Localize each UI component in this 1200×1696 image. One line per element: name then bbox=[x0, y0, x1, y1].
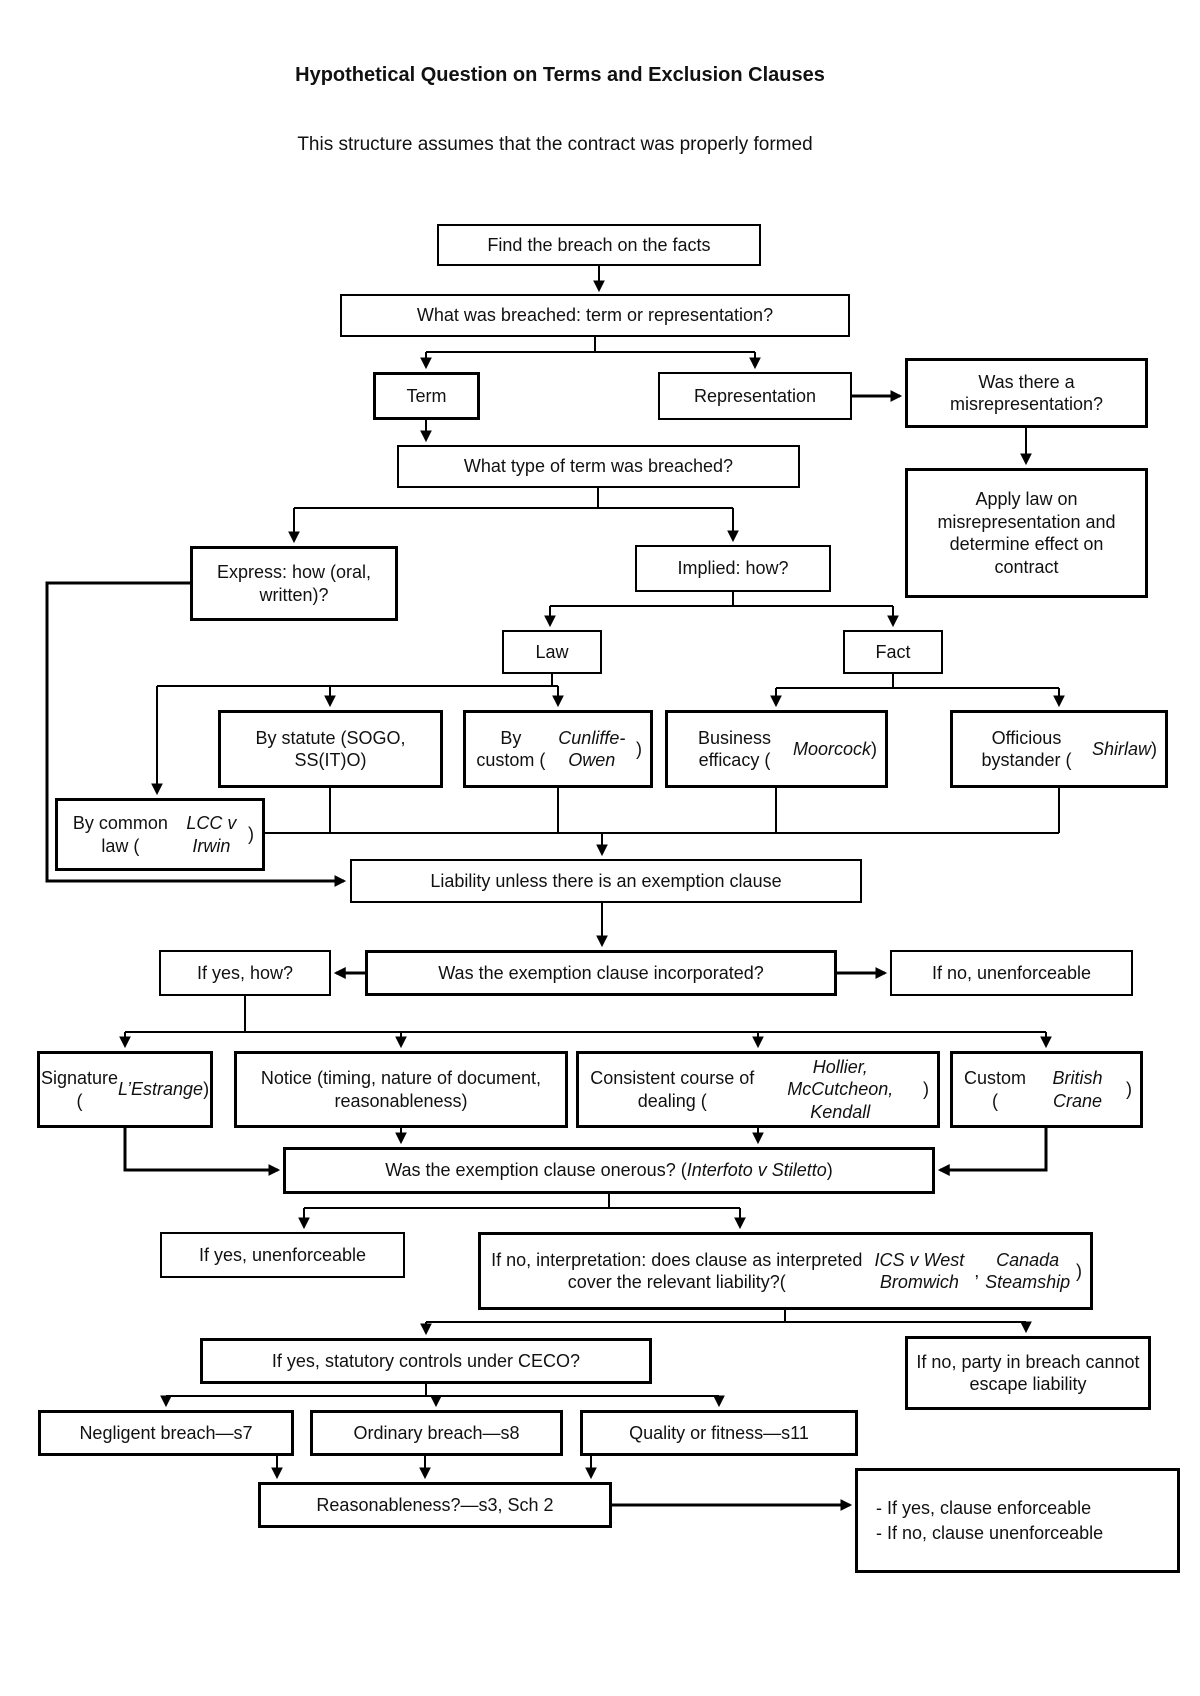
node-statutory-controls-ceco: If yes, statutory controls under CECO? bbox=[200, 1338, 652, 1384]
node-ordinary-breach-s8: Ordinary breach—s8 bbox=[310, 1410, 563, 1456]
node-liability-unless-exemption: Liability unless there is an exemption c… bbox=[350, 859, 862, 903]
node-express-term: Express: how (oral, written)? bbox=[190, 546, 398, 621]
node-apply-misrepresentation-law: Apply law on misrepresentation and deter… bbox=[905, 468, 1148, 598]
outcome-line-yes: - If yes, clause enforceable bbox=[876, 1498, 1092, 1518]
node-interpretation: If no, interpretation: does clause as in… bbox=[478, 1232, 1093, 1310]
node-custom: Custom (British Crane) bbox=[950, 1051, 1143, 1128]
node-what-type-of-term: What type of term was breached? bbox=[397, 445, 800, 488]
page-subtitle: This structure assumes that the contract… bbox=[297, 134, 813, 155]
outcome-line-no: - If no, clause unenforceable bbox=[876, 1522, 1104, 1543]
node-clause-onerous: Was the exemption clause onerous? (Inter… bbox=[283, 1147, 935, 1194]
node-implied-by-fact: Fact bbox=[843, 630, 943, 674]
node-officious-bystander: Officious bystander (Shirlaw) bbox=[950, 710, 1168, 788]
node-misrepresentation-question: Was there a misrepresentation? bbox=[905, 358, 1148, 428]
node-business-efficacy: Business efficacy (Moorcock) bbox=[665, 710, 888, 788]
node-if-yes-how: If yes, how? bbox=[159, 950, 331, 996]
node-implied-by-law: Law bbox=[502, 630, 602, 674]
node-exemption-incorporated: Was the exemption clause incorporated? bbox=[365, 950, 837, 996]
node-by-statute: By statute (SOGO, SS(IT)O) bbox=[218, 710, 443, 788]
node-by-common-law: By common law (LCC v Irwin) bbox=[55, 798, 265, 871]
node-implied-term: Implied: how? bbox=[635, 545, 831, 592]
node-party-cannot-escape: If no, party in breach cannot escape lia… bbox=[905, 1336, 1151, 1410]
node-by-custom: By custom (Cunliffe-Owen) bbox=[463, 710, 653, 788]
node-representation: Representation bbox=[658, 372, 852, 420]
node-if-no-unenforceable: If no, unenforceable bbox=[890, 950, 1133, 996]
node-notice: Notice (timing, nature of document, reas… bbox=[234, 1051, 568, 1128]
node-term: Term bbox=[373, 372, 480, 420]
node-final-outcome: - If yes, clause enforceable - If no, cl… bbox=[855, 1468, 1180, 1573]
node-if-yes-unenforceable: If yes, unenforceable bbox=[160, 1232, 405, 1278]
node-find-breach: Find the breach on the facts bbox=[437, 224, 761, 266]
node-consistent-course-of-dealing: Consistent course of dealing (Hollier, M… bbox=[576, 1051, 940, 1128]
node-quality-or-fitness-s11: Quality or fitness—s11 bbox=[580, 1410, 858, 1456]
node-negligent-breach-s7: Negligent breach—s7 bbox=[38, 1410, 294, 1456]
node-reasonableness-s3: Reasonableness?—s3, Sch 2 bbox=[258, 1482, 612, 1528]
page-title: Hypothetical Question on Terms and Exclu… bbox=[295, 64, 825, 86]
node-what-was-breached: What was breached: term or representatio… bbox=[340, 294, 850, 337]
node-signature: Signature (L’Estrange) bbox=[37, 1051, 213, 1128]
